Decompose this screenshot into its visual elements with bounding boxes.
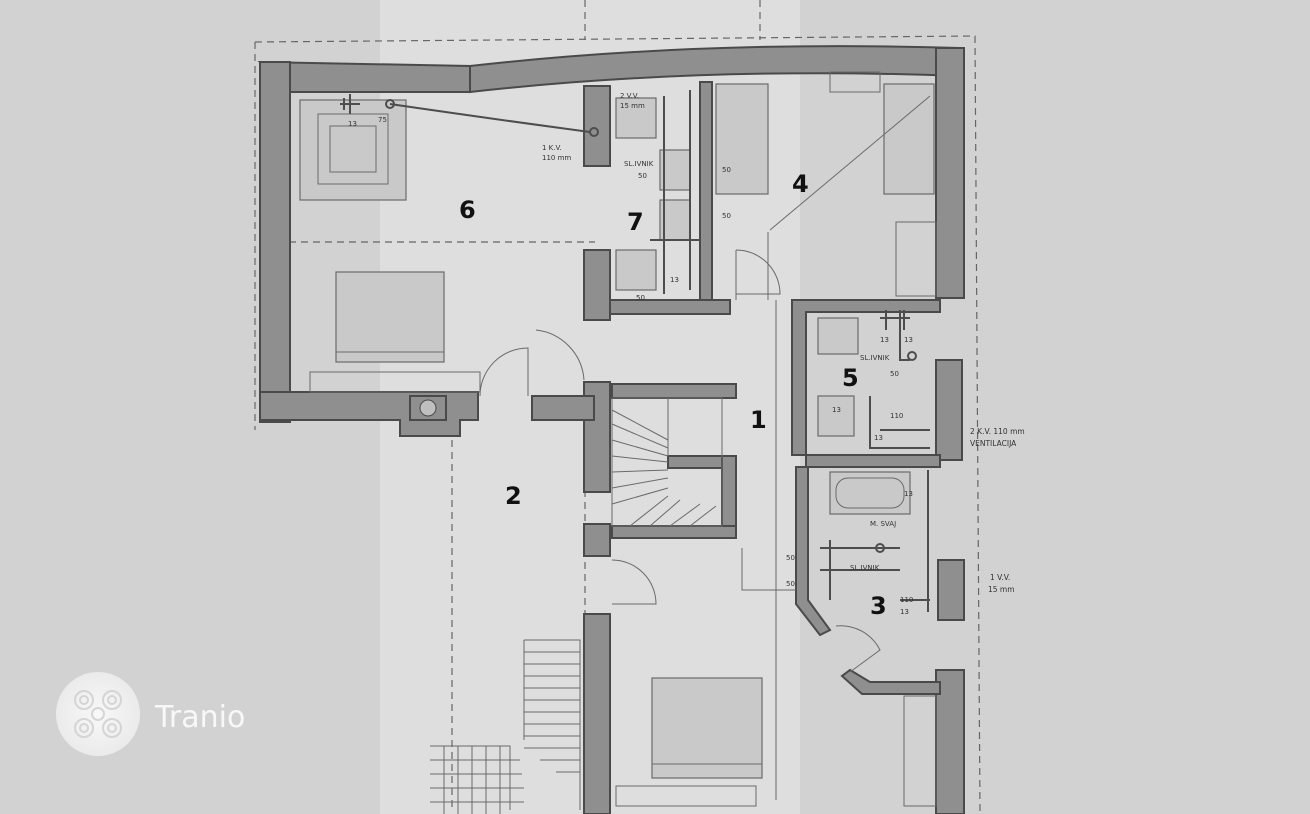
label-13-3b: 13 xyxy=(900,608,909,616)
label-50-7b: 50 xyxy=(636,294,645,302)
label-kv-top: 1 K.V. xyxy=(542,144,562,152)
room-label-2: 2 xyxy=(505,482,522,510)
label-slivnik-3: SL.IVNIK xyxy=(850,564,880,572)
room-label-7: 7 xyxy=(627,208,644,236)
label-13-5c: 13 xyxy=(832,406,841,414)
room-label-4: 4 xyxy=(792,170,809,198)
staircase-lower-left xyxy=(430,639,581,814)
label-13-a: 13 xyxy=(348,120,357,128)
label-50-4: 50 xyxy=(722,166,731,174)
staircase-central xyxy=(611,397,723,527)
label-ventilation-2: VENTILACIJA xyxy=(970,439,1017,448)
label-13-5b: 13 xyxy=(904,336,913,344)
label-50-4b: 50 xyxy=(722,212,731,220)
label-50-7: 50 xyxy=(638,172,647,180)
label-vv-top: 2 V.V. xyxy=(620,92,639,100)
label-slivnik-7: SL.IVNIK xyxy=(624,160,654,168)
label-110-5: 110 xyxy=(890,412,903,420)
bathroom-7-fixtures xyxy=(615,90,700,294)
label-kv-top-size: 110 mm xyxy=(542,154,571,162)
watermark-text: Tranio xyxy=(154,700,245,735)
room-label-1: 1 xyxy=(750,406,767,434)
watermark: Tranio xyxy=(56,672,245,756)
label-mtag: M. SVAJ xyxy=(870,520,896,528)
label-50-5: 50 xyxy=(890,370,899,378)
room-label-6: 6 xyxy=(459,196,476,224)
room-labels: 6 7 4 5 1 2 3 xyxy=(459,170,887,620)
label-vv-top-size: 15 mm xyxy=(620,102,645,110)
pipe-symbols xyxy=(340,94,917,553)
bedroom-lower-furniture xyxy=(615,677,937,807)
watermark-logo-icon xyxy=(56,672,140,756)
technical-annotations: 13 75 1 K.V. 110 mm 2 V.V. 15 mm SL.IVNI… xyxy=(348,92,1025,616)
label-50-3b: 50 xyxy=(786,580,795,588)
exterior-walls xyxy=(257,45,965,814)
room-label-5: 5 xyxy=(842,364,859,392)
label-75: 75 xyxy=(378,116,387,124)
bathroom-3-fixtures xyxy=(820,470,930,612)
label-13-7: 13 xyxy=(670,276,679,284)
label-13-3a: 13 xyxy=(904,490,913,498)
label-13-5a: 13 xyxy=(880,336,889,344)
room-label-3: 3 xyxy=(870,592,887,620)
label-110-3: 110 xyxy=(900,596,913,604)
doors xyxy=(479,232,881,800)
bedroom-4-furniture xyxy=(715,71,937,297)
label-vv-right-size: 15 mm xyxy=(988,585,1015,594)
label-ventilation-1: 2 K.V. 110 mm xyxy=(970,427,1025,436)
label-vv-right: 1 V.V. xyxy=(990,573,1010,582)
property-boundary xyxy=(254,0,981,814)
label-50-3a: 50 xyxy=(786,554,795,562)
bathroom-5-fixtures xyxy=(817,310,930,449)
bedroom-6-furniture xyxy=(299,99,481,393)
label-slivnik-5: SL.IVNIK xyxy=(860,354,890,362)
label-13-5d: 13 xyxy=(874,434,883,442)
